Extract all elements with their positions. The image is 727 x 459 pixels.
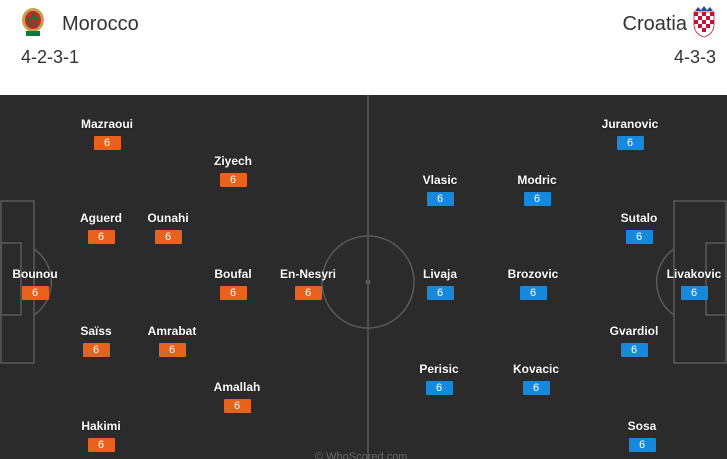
player-gvardiol[interactable]: Gvardiol 6 <box>599 324 669 358</box>
player-rating: 6 <box>82 343 110 357</box>
player-sosa[interactable]: Sosa 6 <box>607 419 677 453</box>
player-name: Modric <box>517 173 557 187</box>
player-name: Aguerd <box>80 211 122 225</box>
player-juranovic[interactable]: Juranovic 6 <box>595 117 665 151</box>
away-formation: 4-3-3 <box>673 47 716 67</box>
player-rating: 6 <box>154 230 182 244</box>
player-hakimi[interactable]: Hakimi 6 <box>66 419 136 453</box>
match-header: Morocco 4-2-3-1 Croatia 4-3-3 <box>0 0 727 90</box>
player-livaja[interactable]: Livaja 6 <box>405 267 475 301</box>
player-name: Brozovic <box>507 267 559 281</box>
player-name: Amallah <box>213 380 261 394</box>
player-name: Boufal <box>214 267 252 281</box>
player-name: Sosa <box>627 419 657 433</box>
pitch-markings <box>0 95 727 459</box>
player-name: Livaja <box>422 267 458 281</box>
player-rating: 6 <box>425 381 453 395</box>
player-name: Amrabat <box>147 324 197 338</box>
pitch: Bounou 6 Mazraoui 6 Aguerd 6 Saïss 6 Hak… <box>0 95 727 459</box>
player-brozovic[interactable]: Brozovic 6 <box>498 267 568 301</box>
player-name: Ounahi <box>147 211 189 225</box>
player-livakovic[interactable]: Livakovic 6 <box>659 267 727 301</box>
croatia-crest-icon <box>693 6 715 38</box>
player-rating: 6 <box>426 286 454 300</box>
player-kovacic[interactable]: Kovacic 6 <box>501 362 571 396</box>
player-name: En-Nesyri <box>279 267 337 281</box>
home-team-name: Morocco <box>62 13 139 35</box>
player-modric[interactable]: Modric 6 <box>502 173 572 207</box>
player-name: Saïss <box>80 324 112 338</box>
player-rating: 6 <box>616 136 644 150</box>
player-name: Kovacic <box>512 362 560 376</box>
player-rating: 6 <box>680 286 708 300</box>
player-bounou[interactable]: Bounou 6 <box>0 267 70 301</box>
player-rating: 6 <box>93 136 121 150</box>
player-rating: 6 <box>158 343 186 357</box>
player-rating: 6 <box>522 381 550 395</box>
player-name: Hakimi <box>81 419 121 433</box>
player-rating: 6 <box>426 192 454 206</box>
away-team-name: Croatia <box>622 13 687 35</box>
player-mazraoui[interactable]: Mazraoui 6 <box>72 117 142 151</box>
player-name: Perisic <box>419 362 459 376</box>
player-rating: 6 <box>294 286 322 300</box>
player-saiss[interactable]: Saïss 6 <box>61 324 131 358</box>
player-ounahi[interactable]: Ounahi 6 <box>133 211 203 245</box>
player-rating: 6 <box>87 438 115 452</box>
player-aguerd[interactable]: Aguerd 6 <box>66 211 136 245</box>
player-name: Mazraoui <box>80 117 133 131</box>
player-vlasic[interactable]: Vlasic 6 <box>405 173 475 207</box>
player-sutalo[interactable]: Sutalo 6 <box>604 211 674 245</box>
player-name: Bounou <box>12 267 58 281</box>
player-name: Juranovic <box>601 117 659 131</box>
player-boufal[interactable]: Boufal 6 <box>198 267 268 301</box>
morocco-crest-icon <box>22 8 44 36</box>
player-name: Sutalo <box>620 211 658 225</box>
player-rating: 6 <box>219 286 247 300</box>
player-rating: 6 <box>87 230 115 244</box>
player-name: Ziyech <box>213 154 252 168</box>
player-rating: 6 <box>628 438 656 452</box>
player-amrabat[interactable]: Amrabat 6 <box>137 324 207 358</box>
home-formation: 4-2-3-1 <box>21 47 80 67</box>
player-name: Vlasic <box>422 173 458 187</box>
player-rating: 6 <box>21 286 49 300</box>
player-rating: 6 <box>620 343 648 357</box>
player-perisic[interactable]: Perisic 6 <box>404 362 474 396</box>
player-name: Gvardiol <box>609 324 659 338</box>
player-rating: 6 <box>519 286 547 300</box>
player-rating: 6 <box>523 192 551 206</box>
player-rating: 6 <box>219 173 247 187</box>
player-amallah[interactable]: Amallah 6 <box>202 380 272 414</box>
player-en-nesyri[interactable]: En-Nesyri 6 <box>273 267 343 301</box>
player-rating: 6 <box>625 230 653 244</box>
watermark: © WhoScored.com <box>315 451 408 459</box>
player-ziyech[interactable]: Ziyech 6 <box>198 154 268 188</box>
player-rating: 6 <box>223 399 251 413</box>
player-name: Livakovic <box>666 267 722 281</box>
